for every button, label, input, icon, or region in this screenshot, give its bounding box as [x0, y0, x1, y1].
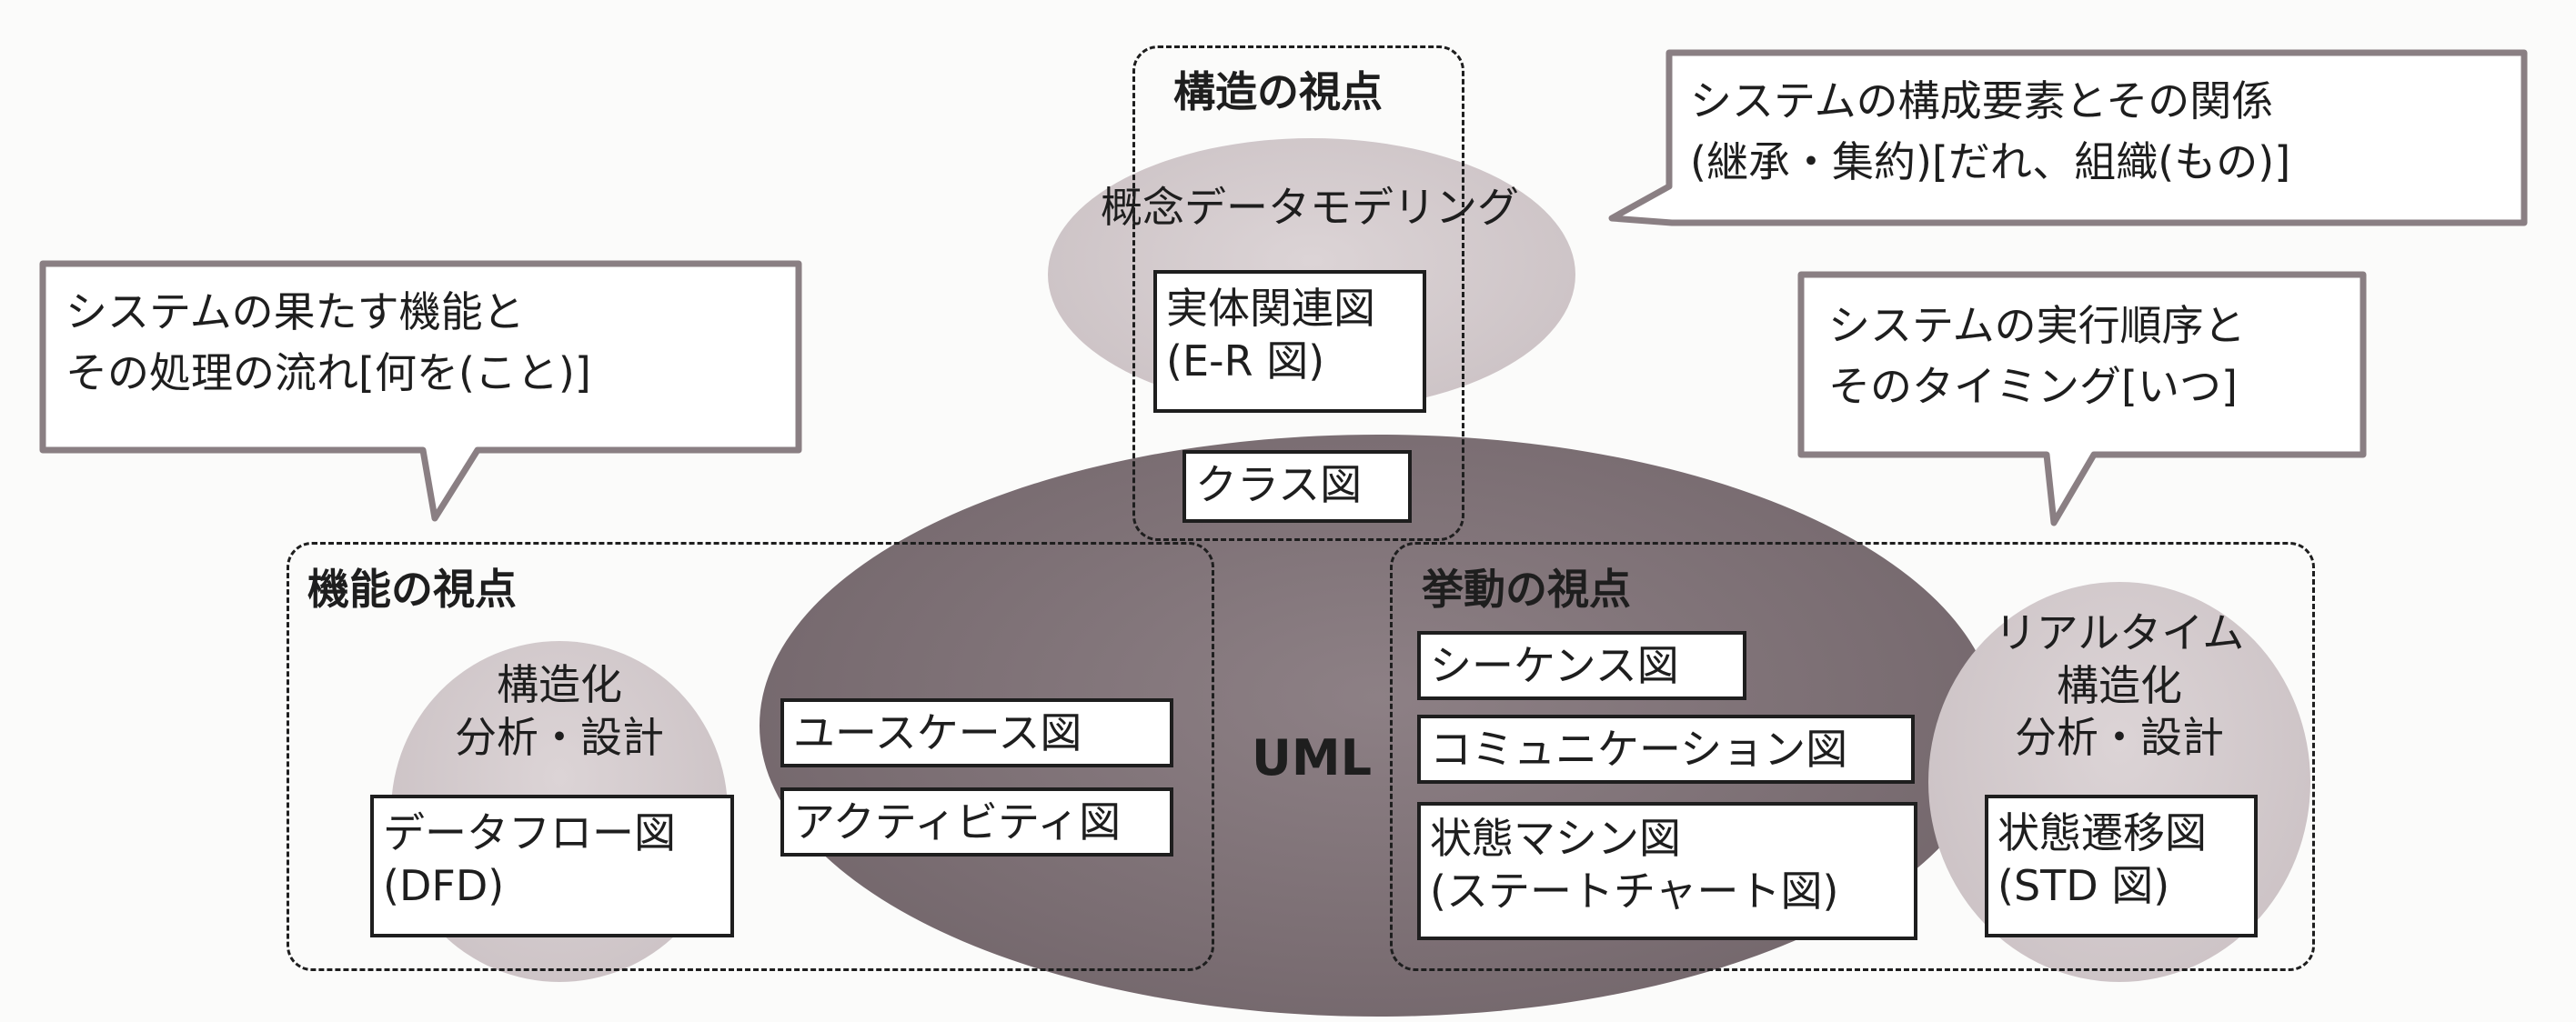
function-perspective-heading: 機能の視点 — [307, 565, 517, 614]
realtime-analysis-label: リアルタイム 構造化 分析・設計 — [1947, 607, 2292, 765]
callout-behavior-line2: そのタイミング[いつ] — [1828, 361, 2238, 411]
er-diagram-box: 実体関連図 (E-R 図) — [1153, 270, 1426, 413]
callout-function-line1: システムの果たす機能と — [65, 287, 525, 336]
dataflow-line1: データフロー図 — [383, 808, 676, 857]
callout-structure-text: システムの構成要素とその関係 (継承・集約)[だれ、組織(もの)] — [1690, 71, 2290, 192]
activity-diagram-box: アクティビティ図 — [780, 787, 1173, 857]
usecase-diagram-box: ユースケース図 — [780, 698, 1173, 767]
sequence-diagram-box: シーケンス図 — [1417, 631, 1746, 700]
callout-behavior-balloon — [1797, 271, 2367, 526]
class-diagram-box: クラス図 — [1182, 450, 1412, 523]
callout-function-text: システムの果たす機能と その処理の流れ[何を(こと)] — [65, 282, 591, 403]
communication-diagram-box: コミュニケーション図 — [1417, 715, 1915, 784]
state-machine-line1: 状態マシン図 — [1430, 814, 1681, 863]
behavior-perspective-heading: 挙動の視点 — [1422, 565, 1631, 614]
callout-function-line2: その処理の流れ[何を(こと)] — [65, 347, 591, 397]
state-transition-line1: 状態遷移図 — [1997, 808, 2207, 857]
state-machine-line2: (ステートチャート図) — [1430, 866, 1839, 916]
dataflow-line2: (DFD) — [383, 860, 505, 910]
callout-behavior-text: システムの実行順序と そのタイミング[いつ] — [1828, 296, 2246, 416]
structured-analysis-line1: 構造化 — [497, 660, 622, 709]
realtime-analysis-line2: 構造化 — [2057, 660, 2182, 710]
uml-label: UML — [1252, 729, 1372, 787]
callout-structure-balloon — [1608, 49, 2528, 226]
structure-perspective-region — [1132, 45, 1464, 541]
er-diagram-line2: (E-R 図) — [1166, 336, 1325, 386]
er-diagram-line1: 実体関連図 — [1166, 284, 1375, 333]
realtime-analysis-line1: リアルタイム — [1994, 608, 2245, 657]
state-machine-diagram-box: 状態マシン図 (ステートチャート図) — [1417, 802, 1917, 940]
structured-analysis-line2: 分析・設計 — [455, 712, 664, 762]
state-transition-line2: (STD 図) — [1997, 860, 2170, 910]
dataflow-diagram-box: データフロー図 (DFD) — [370, 795, 734, 937]
structure-perspective-heading: 構造の視点 — [1173, 67, 1383, 116]
callout-function-balloon — [39, 260, 802, 522]
behavior-perspective-region — [1390, 542, 2315, 971]
realtime-analysis-line3: 分析・設計 — [2015, 713, 2224, 762]
structured-analysis-label: 構造化 分析・設計 — [418, 659, 700, 764]
callout-structure-line1: システムの構成要素とその関係 — [1690, 76, 2274, 125]
function-perspective-region — [287, 542, 1214, 971]
concept-modeling-label: 概念データモデリング — [1101, 183, 1519, 232]
callout-behavior-line1: システムの実行順序と — [1828, 301, 2246, 350]
callout-structure-line2: (継承・集約)[だれ、組織(もの)] — [1690, 136, 2291, 186]
state-transition-diagram-box: 状態遷移図 (STD 図) — [1985, 795, 2258, 937]
